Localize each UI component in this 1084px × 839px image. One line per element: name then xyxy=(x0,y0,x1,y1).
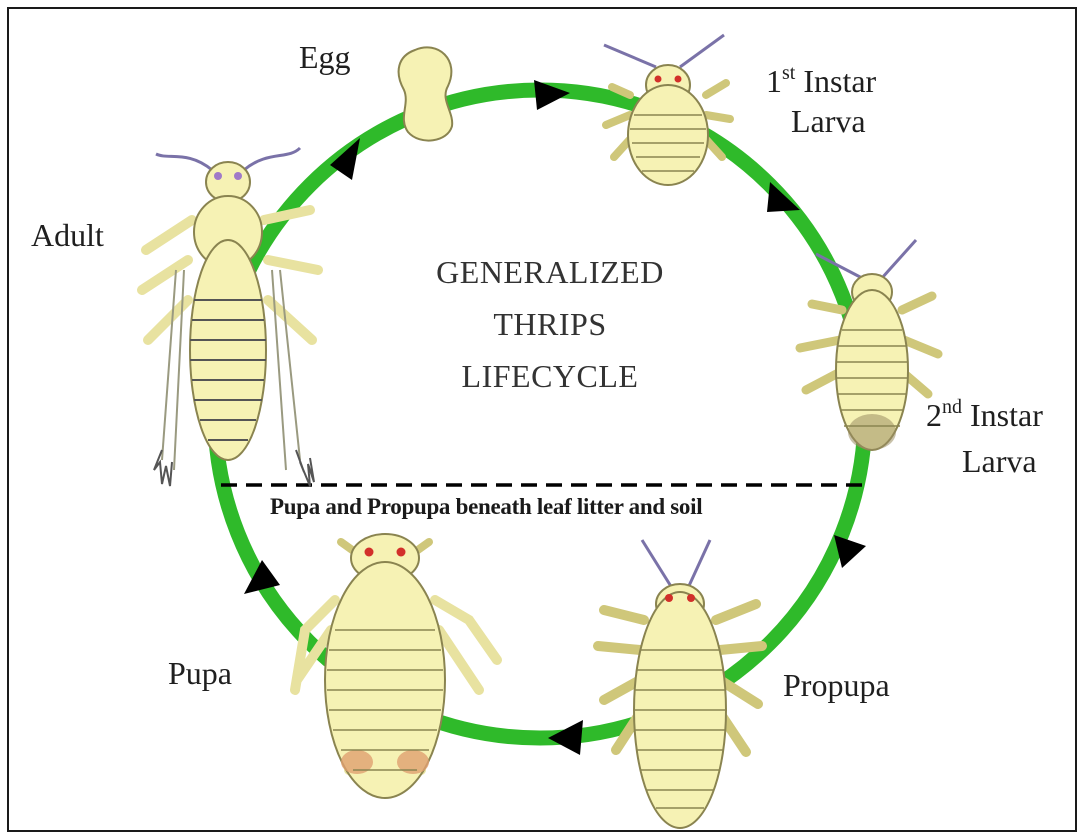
title-line-1: GENERALIZED xyxy=(380,246,720,298)
egg-illustration xyxy=(399,47,453,140)
arrow-larva1-to-larva2 xyxy=(767,182,800,212)
lifecycle-ring xyxy=(215,90,865,738)
larva2-label: 2nd Instar xyxy=(926,396,1043,434)
egg-label: Egg xyxy=(299,38,351,76)
arrow-propupa-to-pupa xyxy=(548,720,583,755)
title-line-2: THRIPS xyxy=(380,298,720,350)
pupa-illustration xyxy=(295,534,497,798)
title-line-3: LIFECYCLE xyxy=(380,350,720,402)
arrow-larva2-to-propupa xyxy=(834,535,866,568)
larva1-label-line2: Larva xyxy=(791,102,866,140)
pupa-label: Pupa xyxy=(168,654,232,692)
larva2-illustration xyxy=(800,240,938,450)
diagram-title: GENERALIZED THRIPS LIFECYCLE xyxy=(380,246,720,402)
propupa-illustration xyxy=(598,540,762,828)
larva2-label-line2: Larva xyxy=(962,442,1037,480)
soil-note: Pupa and Propupa beneath leaf litter and… xyxy=(270,494,702,520)
larva1-illustration xyxy=(604,35,730,185)
adult-label: Adult xyxy=(31,216,104,254)
larva1-label: 1st Instar xyxy=(766,62,876,100)
propupa-label: Propupa xyxy=(783,666,890,704)
